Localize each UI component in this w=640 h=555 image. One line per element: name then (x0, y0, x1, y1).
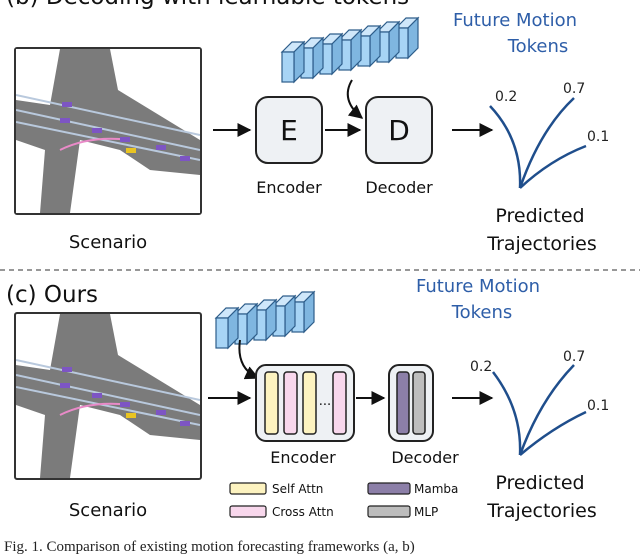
legend-label-mamba: Mamba (414, 482, 458, 496)
panel-b-prob-3: 0.1 (587, 129, 609, 145)
panel-c-decoder-box (388, 364, 434, 442)
motion-token-block (252, 298, 278, 342)
trajectory-line (518, 364, 575, 456)
panel-b-token-stack (280, 16, 420, 84)
panel-b-pred-line2: Trajectories (486, 233, 596, 255)
panel-c-prob-2: 0.7 (563, 349, 585, 365)
panel-b-trajectories (489, 97, 587, 189)
trajectory-line (519, 410, 587, 456)
panel-c-decoder-label: Decoder (391, 448, 459, 467)
panel-c-legend: Self Attn Mamba Cross Attn MLP (229, 482, 458, 519)
trajectory-line (519, 144, 587, 189)
legend-label-self-attn: Self Attn (272, 482, 323, 496)
panel-c-tokens-label-line2: Tokens (451, 302, 513, 323)
panel-c-prob-3: 0.1 (587, 398, 609, 414)
panel-c-trajectories (492, 364, 587, 456)
panel-c-tokens-label-line1: Future Motion (416, 276, 540, 297)
trajectory-line (492, 371, 522, 456)
legend-swatch-mlp (367, 505, 411, 518)
panel-b-decoder-label: Decoder (365, 178, 433, 197)
panel-b-prob-1: 0.2 (495, 89, 517, 105)
motion-token-block (280, 40, 306, 84)
trajectory-line (518, 97, 575, 189)
panel-c-heading: (c) Ours (6, 282, 98, 308)
panel-b-pred-line1: Predicted (495, 205, 584, 227)
panel-c-scenario-map (14, 312, 202, 480)
panel-c-scenario-label: Scenario (69, 500, 147, 521)
panel-c: (c) Ours Future Motion Tokens Scenario (6, 276, 609, 522)
panel-b-scenario-map (14, 47, 202, 215)
cross-attn-block (332, 371, 347, 435)
panel-b-decoder-letter: D (388, 114, 410, 147)
panel-b: (b) Decoding with learnable tokens Scena… (6, 0, 609, 255)
panel-c-arrow-tokens-encoder (238, 339, 260, 380)
legend-swatch-self-attn (229, 482, 267, 495)
panel-b-encoder-label: Encoder (256, 178, 322, 197)
self-attn-block (264, 371, 279, 435)
panel-b-tokens-label-line2: Tokens (507, 36, 569, 57)
mamba-block (396, 371, 410, 435)
panel-c-encoder-label: Encoder (270, 448, 336, 467)
panel-c-prob-1: 0.2 (470, 359, 492, 375)
panel-c-pred-line2: Trajectories (486, 500, 596, 522)
legend-label-mlp: MLP (414, 505, 438, 519)
figure-caption: Fig. 1. Comparison of existing motion fo… (4, 539, 415, 555)
panel-b-arrow-tokens-decoder (346, 79, 364, 119)
legend-swatch-mamba (367, 482, 411, 495)
panel-b-scenario-label: Scenario (69, 232, 147, 253)
panel-c-ellipsis: ... (319, 394, 331, 409)
panel-b-tokens-label-line1: Future Motion (453, 10, 577, 31)
panel-c-pred-line1: Predicted (495, 472, 584, 494)
self-attn-block (302, 371, 317, 435)
panel-b-heading: (b) Decoding with learnable tokens (6, 0, 409, 10)
panel-b-prob-2: 0.7 (563, 81, 585, 97)
mlp-block (412, 371, 426, 435)
panel-b-decoder-box (365, 96, 433, 164)
panel-b-encoder-letter: E (280, 114, 298, 147)
panel-b-encoder-box (255, 96, 323, 164)
legend-swatch-cross-attn (229, 505, 267, 518)
panel-c-token-stack (214, 290, 316, 350)
cross-attn-block (283, 371, 298, 435)
trajectory-line (489, 105, 522, 189)
legend-label-cross-attn: Cross Attn (272, 505, 334, 519)
motion-token-block (214, 306, 240, 350)
